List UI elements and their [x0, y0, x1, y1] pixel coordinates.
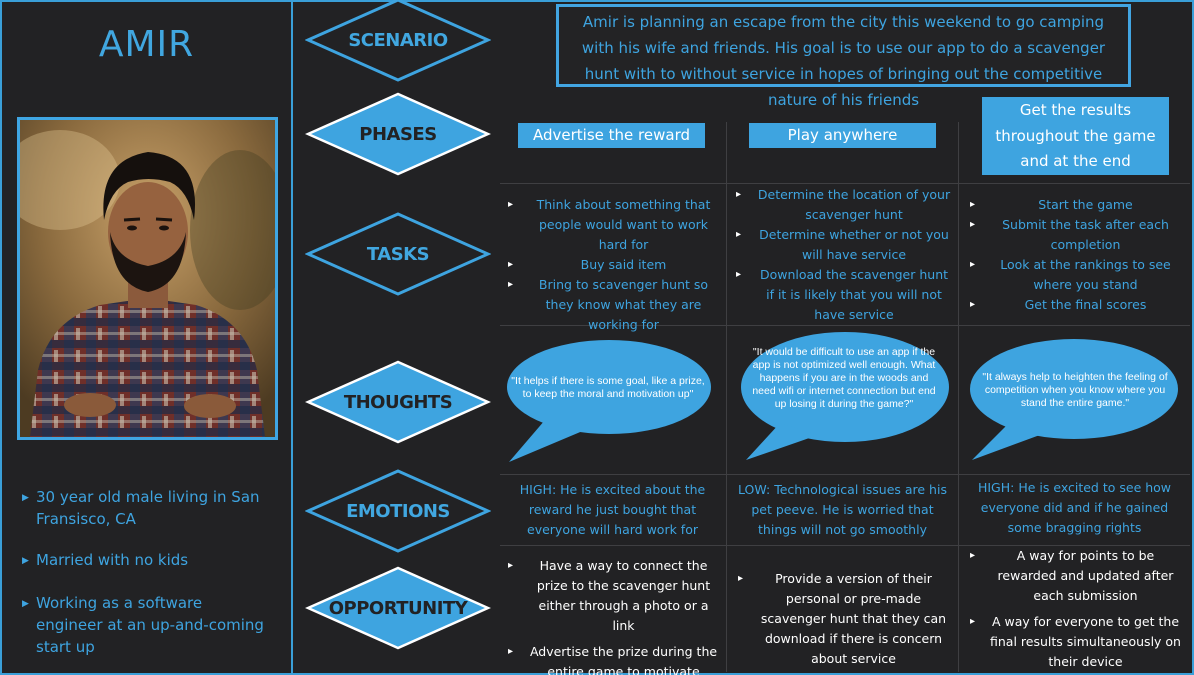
diamond-shape [304, 92, 492, 176]
persona-panel [0, 0, 293, 675]
row-label-text: SCENARIO [348, 29, 448, 51]
column-divider [958, 122, 959, 672]
opportunity-item: Provide a version of their personal or p… [735, 569, 950, 669]
phase-header: Advertise the reward [518, 123, 705, 148]
task-item: Buy said item [505, 255, 720, 275]
row-label-tasks: TASKS [304, 211, 492, 297]
row-divider [500, 183, 1190, 184]
tasks-cell: Determine the location of your scavenger… [733, 185, 953, 325]
persona-name: AMIR [98, 24, 195, 65]
diamond-shape [304, 212, 492, 296]
row-label-opportunity: OPPORTUNITY [304, 565, 492, 651]
diamond-shape [304, 0, 492, 82]
row-label-text: OPPORTUNITY [328, 597, 468, 619]
emotion-cell: HIGH: He is excited to see how everyone … [977, 480, 1172, 535]
opportunity-cell: A way for points to be rewarded and upda… [967, 546, 1182, 672]
column-divider [726, 122, 727, 672]
thought-quote: "It would be difficult to use an app if … [752, 346, 936, 410]
bullet-icon: ▶ [22, 599, 29, 609]
journey-map-frame [291, 0, 1194, 675]
persona-fact-text: Working as a software engineer at an up-… [36, 594, 264, 656]
speech-bubble [741, 332, 949, 460]
bullet-icon: ▶ [22, 556, 29, 566]
thought-quote: "It always help to heighten the feeling … [982, 371, 1168, 409]
opportunity-item: A way for points to be rewarded and upda… [967, 546, 1182, 606]
opportunity-item: Advertise the prize during the entire ga… [505, 642, 720, 675]
task-item: Bring to scavenger hunt so they know wha… [505, 275, 720, 335]
persona-fact: ▶ 30 year old male living in San Fransisc… [22, 486, 282, 530]
opportunity-cell: Have a way to connect the prize to the s… [505, 556, 720, 675]
persona-photo [17, 117, 278, 440]
tasks-cell: Start the game Submit the task after eac… [967, 195, 1182, 315]
row-label-emotions: EMOTIONS [304, 468, 492, 554]
task-item: Determine the location of your scavenger… [733, 185, 953, 225]
row-divider [500, 325, 1190, 326]
emotion-cell: LOW: Technological issues are his pet pe… [738, 482, 947, 537]
opportunity-item: A way for everyone to get the final resu… [967, 612, 1182, 672]
row-label-text: THOUGHTS [343, 391, 453, 413]
task-item: Get the final scores [967, 295, 1182, 315]
opportunity-cell: Provide a version of their personal or p… [735, 569, 950, 669]
task-item: Determine whether or not you will have s… [733, 225, 953, 265]
row-divider [500, 545, 1190, 546]
task-item: Think about something that people would … [505, 195, 720, 255]
row-divider [500, 474, 1190, 475]
persona-fact: ▶ Working as a software engineer at an up… [22, 592, 282, 658]
row-label-text: EMOTIONS [346, 500, 450, 522]
row-label-text: PHASES [359, 123, 437, 145]
diamond-shape [304, 566, 492, 650]
row-label-scenario: SCENARIO [304, 0, 492, 83]
row-label-phases: PHASES [304, 91, 492, 177]
diamond-shape [304, 469, 492, 553]
speech-bubble [970, 339, 1178, 460]
row-label-text: TASKS [366, 243, 430, 265]
task-item: Submit the task after each completion [967, 215, 1182, 255]
thought-quote: "It helps if there is some goal, like a … [511, 375, 705, 400]
phase-header: Play anywhere [749, 123, 936, 148]
emotion-cell: HIGH: He is excited about the reward he … [519, 482, 706, 537]
phase-header: Get the results throughout the game and … [982, 97, 1169, 175]
opportunity-item: Have a way to connect the prize to the s… [505, 556, 720, 636]
row-label-thoughts: THOUGHTS [304, 359, 492, 445]
scenario-description: Amir is planning an escape from the city… [556, 4, 1131, 109]
task-item: Download the scavenger hunt if it is lik… [733, 265, 953, 325]
speech-bubble [507, 340, 711, 462]
persona-fact-text: 30 year old male living in San Fransisco… [36, 488, 260, 528]
bullet-icon: ▶ [22, 493, 29, 503]
persona-photo-illustration [20, 120, 275, 437]
persona-fact-text: Married with no kids [36, 551, 189, 569]
persona-fact: ▶ Married with no kids [22, 549, 282, 572]
task-item: Look at the rankings to see where you st… [967, 255, 1182, 295]
tasks-cell: Think about something that people would … [505, 195, 720, 335]
task-item: Start the game [967, 195, 1182, 215]
diamond-shape [304, 360, 492, 444]
